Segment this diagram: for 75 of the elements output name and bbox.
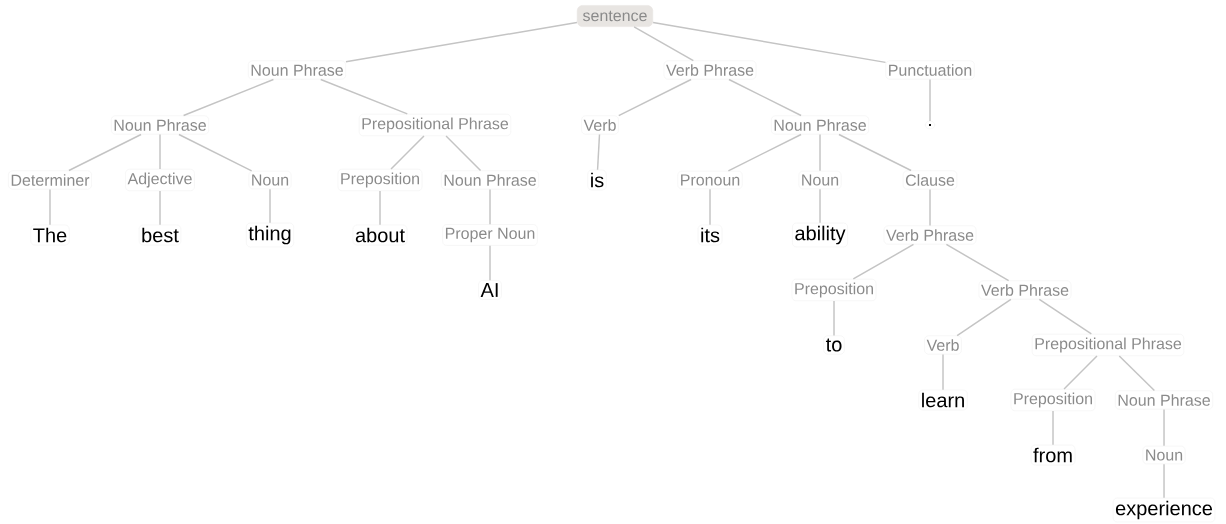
tree-branch bbox=[1163, 463, 1165, 499]
word-label: thing bbox=[246, 222, 294, 248]
phrase-label: Preposition bbox=[1010, 388, 1096, 412]
tree-branch bbox=[159, 133, 161, 170]
tree-branch bbox=[945, 243, 1010, 282]
phrase-label: Verb bbox=[924, 335, 962, 355]
phrase-label: Verb bbox=[581, 115, 619, 135]
phrase-label: Proper Noun bbox=[442, 224, 538, 246]
tree-branch bbox=[1052, 410, 1054, 446]
tree-branch bbox=[1118, 355, 1156, 392]
tree-branch bbox=[390, 135, 425, 170]
word-label: AI bbox=[478, 280, 502, 300]
tree-branch bbox=[929, 78, 931, 122]
phrase-label: Noun bbox=[798, 170, 842, 190]
phrase-label: Noun Phrase bbox=[1115, 390, 1213, 410]
root-node: sentence bbox=[576, 5, 654, 27]
word-label: . bbox=[924, 121, 936, 129]
tree-branch bbox=[838, 133, 912, 172]
tree-branch bbox=[929, 188, 931, 227]
tree-branch bbox=[618, 78, 692, 117]
phrase-label: Noun bbox=[1142, 445, 1186, 465]
word-label: ability bbox=[792, 222, 848, 248]
tree-branch bbox=[633, 26, 695, 62]
tree-branch bbox=[819, 188, 821, 224]
word-label: to bbox=[823, 335, 845, 355]
phrase-label: Noun bbox=[248, 170, 292, 190]
tree-branch bbox=[269, 188, 271, 224]
tree-branch bbox=[345, 21, 578, 63]
word-label: The bbox=[30, 224, 70, 246]
word-label: its bbox=[697, 224, 723, 246]
tree-branch bbox=[819, 133, 821, 172]
phrase-label: Prepositional Phrase bbox=[358, 113, 512, 137]
tree-branch bbox=[942, 353, 944, 391]
word-label: about bbox=[352, 224, 408, 246]
phrase-label: Adjective bbox=[125, 168, 195, 192]
tree-branch bbox=[596, 133, 601, 171]
tree-branch bbox=[379, 190, 381, 226]
tree-branch bbox=[709, 188, 711, 226]
phrase-label: Prepositional Phrase bbox=[1031, 333, 1185, 357]
tree-branch bbox=[852, 243, 915, 280]
tree-branch bbox=[652, 21, 887, 64]
phrase-label: Preposition bbox=[337, 168, 423, 192]
phrase-label: Verb Phrase bbox=[883, 225, 977, 245]
word-label: is bbox=[587, 169, 607, 191]
phrase-label: Verb Phrase bbox=[978, 280, 1072, 300]
phrase-label: Preposition bbox=[791, 278, 877, 302]
phrase-label: Determiner bbox=[8, 170, 92, 190]
word-label: best bbox=[138, 224, 182, 246]
tree-branch bbox=[489, 188, 491, 225]
tree-branch bbox=[178, 133, 253, 172]
phrase-label: Clause bbox=[902, 170, 958, 190]
phrase-label: Noun Phrase bbox=[441, 170, 539, 190]
tree-branch bbox=[1038, 298, 1093, 335]
word-label: from bbox=[1030, 444, 1076, 466]
tree-branch bbox=[956, 298, 1012, 337]
tree-branch bbox=[68, 133, 142, 172]
tree-branch bbox=[833, 300, 835, 337]
word-label: learn bbox=[918, 389, 968, 411]
word-label: experience bbox=[1112, 497, 1216, 523]
phrase-label: Pronoun bbox=[677, 170, 743, 190]
tree-branch bbox=[49, 188, 51, 226]
tree-branch bbox=[182, 78, 275, 117]
phrase-label: Noun Phrase bbox=[771, 115, 869, 135]
tree-branch bbox=[159, 190, 161, 226]
phrase-label: Verb Phrase bbox=[663, 60, 757, 80]
tree-branch bbox=[445, 135, 482, 172]
phrase-label: Noun Phrase bbox=[111, 115, 209, 135]
tree-branch bbox=[728, 78, 802, 117]
tree-branch bbox=[489, 245, 491, 281]
phrase-label: Punctuation bbox=[885, 60, 975, 80]
tree-branch bbox=[1063, 355, 1098, 390]
tree-branch bbox=[320, 78, 408, 115]
phrase-label: Noun Phrase bbox=[248, 60, 346, 80]
tree-branch bbox=[1163, 408, 1165, 447]
tree-branch bbox=[727, 133, 802, 172]
